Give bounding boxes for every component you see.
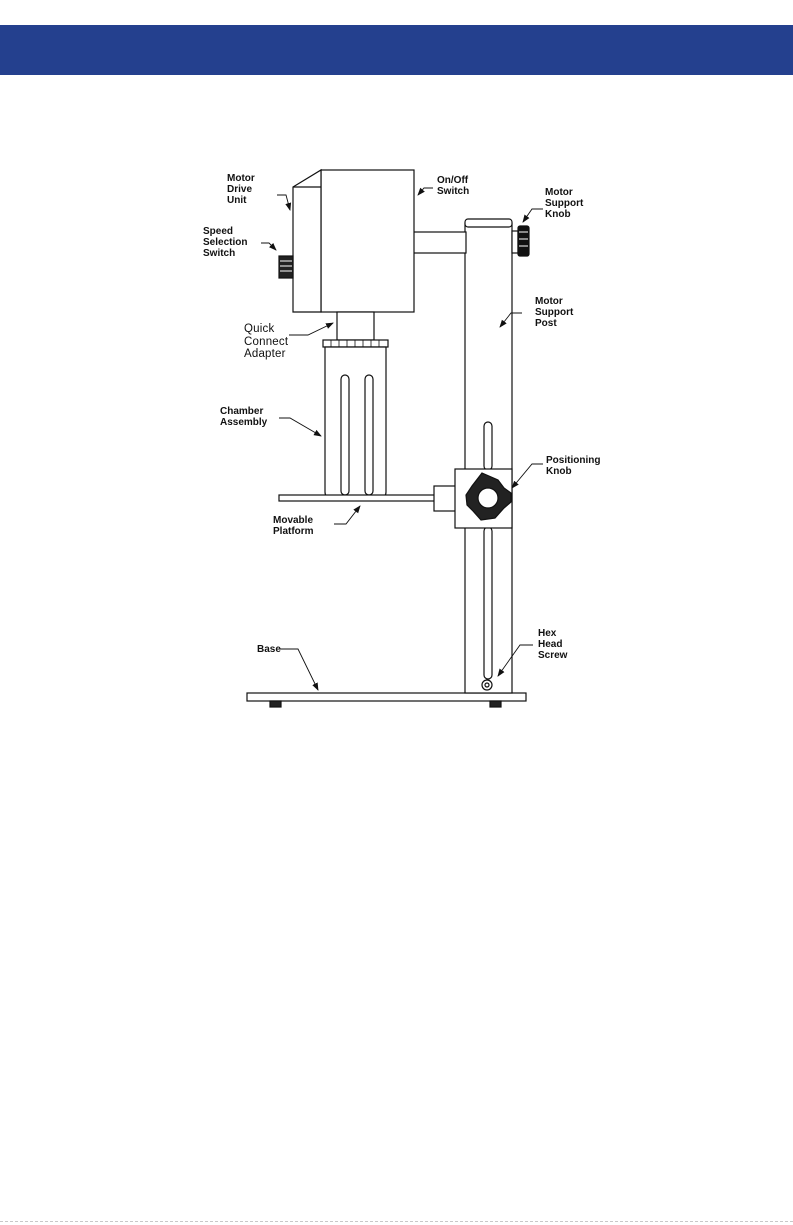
- page-edge-line: [0, 1221, 793, 1222]
- label-quick-connect-adapter: Quick Connect Adapter: [244, 323, 288, 361]
- label-motor-drive-unit: Motor Drive Unit: [227, 173, 255, 206]
- post-cap: [465, 219, 512, 227]
- leader-movable-platform: [334, 506, 360, 524]
- label-positioning-knob: Positioning Knob: [546, 455, 600, 477]
- motor-housing: [321, 170, 414, 312]
- label-base: Base: [257, 644, 281, 655]
- base-foot-right: [490, 701, 501, 707]
- label-motor-support-post: Motor Support Post: [535, 296, 573, 329]
- speed-selection-switch: [279, 256, 293, 278]
- label-movable-platform: Movable Platform: [273, 515, 314, 537]
- base-foot-left: [270, 701, 281, 707]
- motor-support-knob: [512, 231, 518, 253]
- leader-motor-support-knob: [523, 209, 543, 222]
- leader-base: [279, 649, 318, 690]
- leader-speed-selection-switch: [261, 243, 276, 250]
- chamber-window-right: [365, 375, 373, 495]
- quick-connect-adapter: [337, 312, 374, 340]
- motor-front-panel: [293, 170, 321, 312]
- chamber-collar: [323, 340, 388, 347]
- leader-quick-connect-adapter: [289, 323, 333, 335]
- label-motor-support-knob: Motor Support Knob: [545, 187, 583, 220]
- leader-motor-drive-unit: [277, 195, 290, 210]
- motor-arm: [413, 232, 466, 253]
- label-speed-selection-switch: Speed Selection Switch: [203, 226, 247, 259]
- movable-platform: [279, 495, 458, 501]
- label-chamber-assembly: Chamber Assembly: [220, 406, 267, 428]
- chamber-body: [325, 347, 386, 497]
- leader-positioning-knob: [512, 464, 543, 488]
- label-hex-head-screw: Hex Head Screw: [538, 628, 567, 661]
- post-slot-upper: [484, 422, 492, 470]
- leader-on-off-switch: [418, 188, 433, 195]
- chamber-window-left: [341, 375, 349, 495]
- post-slot-lower: [484, 527, 492, 679]
- platform-clamp-left: [434, 486, 457, 511]
- leader-chamber-assembly: [279, 418, 321, 436]
- label-on-off-switch: On/Off Switch: [437, 175, 469, 197]
- base-plate: [247, 693, 526, 701]
